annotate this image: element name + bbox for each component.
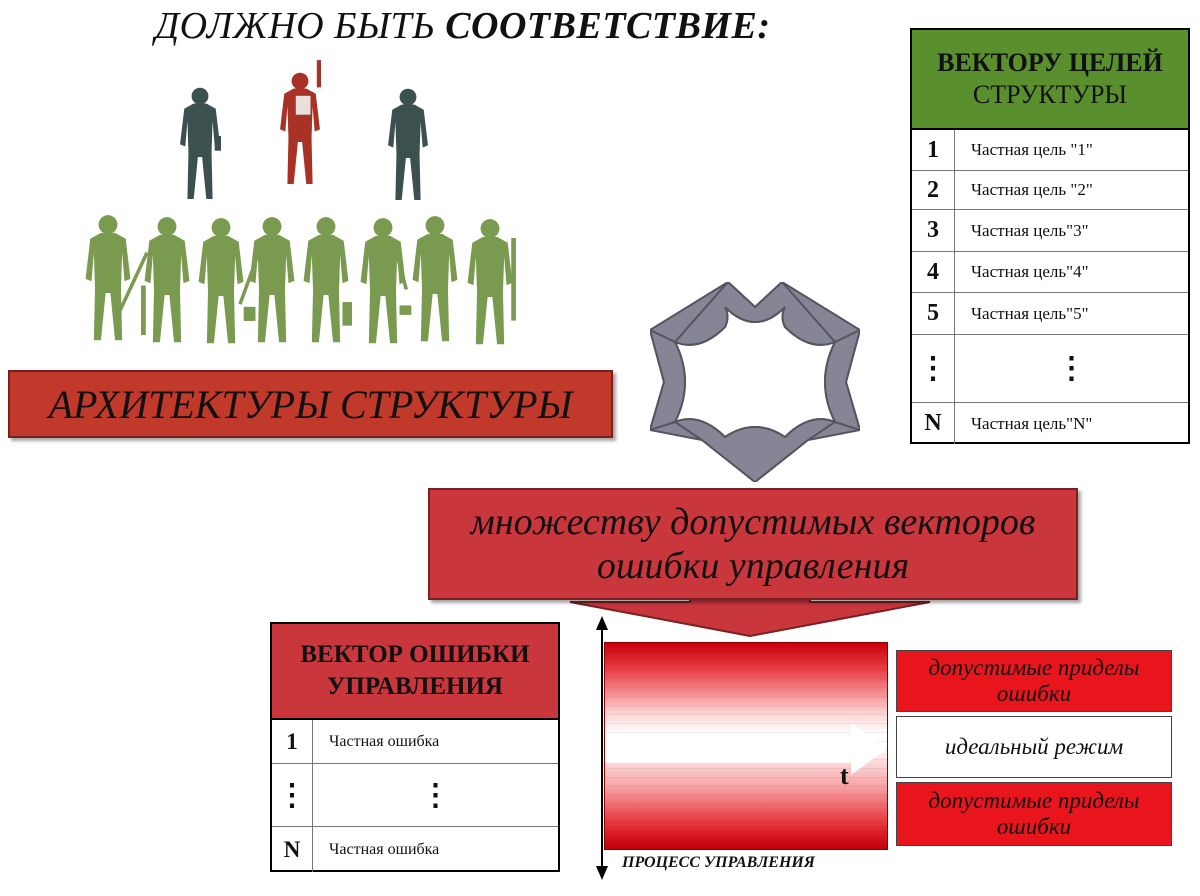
lower-limit-box: допустимые приделы ошибки [896,782,1172,846]
error-row-text: Частная ошибка [329,840,440,858]
time-label: t [840,761,849,790]
architecture-box: АРХИТЕКТУРЫ СТРУКТУРЫ [8,370,613,438]
worker-silhouette-icon [360,218,412,344]
goal-row-text: Частная цель"3" [971,220,1089,240]
vertical-axis-arrow-icon [596,616,608,880]
goals-table-header: ВЕКТОРУ ЦЕЛЕЙ СТРУКТУРЫ [912,30,1188,130]
error-table: ВЕКТОР ОШИБКИ УПРАВЛЕНИЯ 1 Частная ошибк… [270,622,560,872]
goal-row-number: 3 [912,210,955,251]
ideal-mode-label: идеальный режим [944,734,1124,759]
worker-silhouette-icon [243,217,295,343]
error-row-ellipsis: ⋮ [272,764,313,826]
error-row: N Частная ошибка [272,827,558,872]
error-header-line2: УПРАВЛЕНИЯ [327,673,503,700]
admissible-vectors-line2: ошибки управления [596,545,910,587]
worker-silhouette-icon [85,215,149,341]
error-row: 1 Частная ошибка [272,720,558,764]
goal-row-ellipsis-text: ⋮ [1056,352,1087,385]
worker-silhouette-icon [303,217,352,343]
goal-row-number: 2 [912,171,955,209]
goal-row-text: Частная цель "2" [971,180,1093,199]
lower-limit-line2: ошибки [996,814,1072,839]
goal-row: 3 Частная цель"3" [912,210,1188,252]
error-table-header: ВЕКТОР ОШИБКИ УПРАВЛЕНИЯ [272,624,558,720]
leader-silhouette-icon [280,60,321,184]
error-row-number: 1 [272,720,313,763]
error-header-line1: ВЕКТОР ОШИБКИ [300,641,530,668]
goal-row-number: 5 [912,293,955,334]
down-arrow-icon [569,596,931,638]
goals-table: ВЕКТОРУ ЦЕЛЕЙ СТРУКТУРЫ 1 Частная цель "… [910,28,1190,444]
goal-row-text: Частная цель"4" [971,262,1089,281]
goal-row-number: 4 [912,252,955,292]
ideal-mode-box: идеальный режим [896,716,1172,778]
admissible-vectors-line1: множеству допустимых векторов [470,501,1036,543]
error-row-number: N [272,827,313,872]
goal-row: ⋮ ⋮ [912,335,1188,403]
goal-row: 4 Частная цель"4" [912,252,1188,293]
page-title: ДОЛЖНО БЫТЬ СООТВЕТСТВИЕ: [155,4,771,48]
goal-row-text: Частная цель"N" [971,413,1093,433]
upper-limit-line2: ошибки [996,681,1072,706]
goal-row: 5 Частная цель"5" [912,293,1188,335]
control-process-caption: ПРОЦЕСС УПРАВЛЕНИЯ [622,854,815,871]
goal-row-number: N [912,403,955,444]
title-prefix: ДОЛЖНО БЫТЬ [155,5,446,47]
manager-silhouette-icon [180,87,221,199]
goal-row: N Частная цель"N" [912,403,1188,444]
worker-silhouette-icon [467,219,516,345]
goals-header-line2: СТРУКТУРЫ [972,80,1128,109]
goal-row: 2 Частная цель "2" [912,171,1188,210]
goals-header-line1: ВЕКТОРУ ЦЕЛЕЙ [937,48,1163,77]
admissible-vectors-box: множеству допустимых векторов ошибки упр… [428,488,1078,600]
worker-silhouette-icon [141,217,190,343]
time-arrow-icon [605,723,887,775]
upper-limit-box: допустимые приделы ошибки [896,650,1172,712]
goal-row-ellipsis: ⋮ [912,335,955,402]
goal-row: 1 Частная цель "1" [912,130,1188,171]
manager-silhouette-icon [388,88,428,200]
goal-row-text: Частная цель "1" [971,140,1093,159]
people-hierarchy [85,60,516,345]
error-row-ellipsis-text: ⋮ [420,778,451,812]
error-row: ⋮ ⋮ [272,764,558,827]
goal-row-text: Частная цель"5" [971,303,1089,323]
upper-limit-line1: допустимые приделы [928,655,1140,680]
four-way-arrow-icon [650,282,860,482]
control-process-band: t [604,642,888,850]
lower-limit-line1: допустимые приделы [928,788,1140,813]
goal-row-number: 1 [912,130,955,170]
worker-silhouette-icon [392,216,458,342]
error-row-text: Частная ошибка [329,732,440,750]
title-bold: СООТВЕТСТВИЕ: [445,5,771,47]
